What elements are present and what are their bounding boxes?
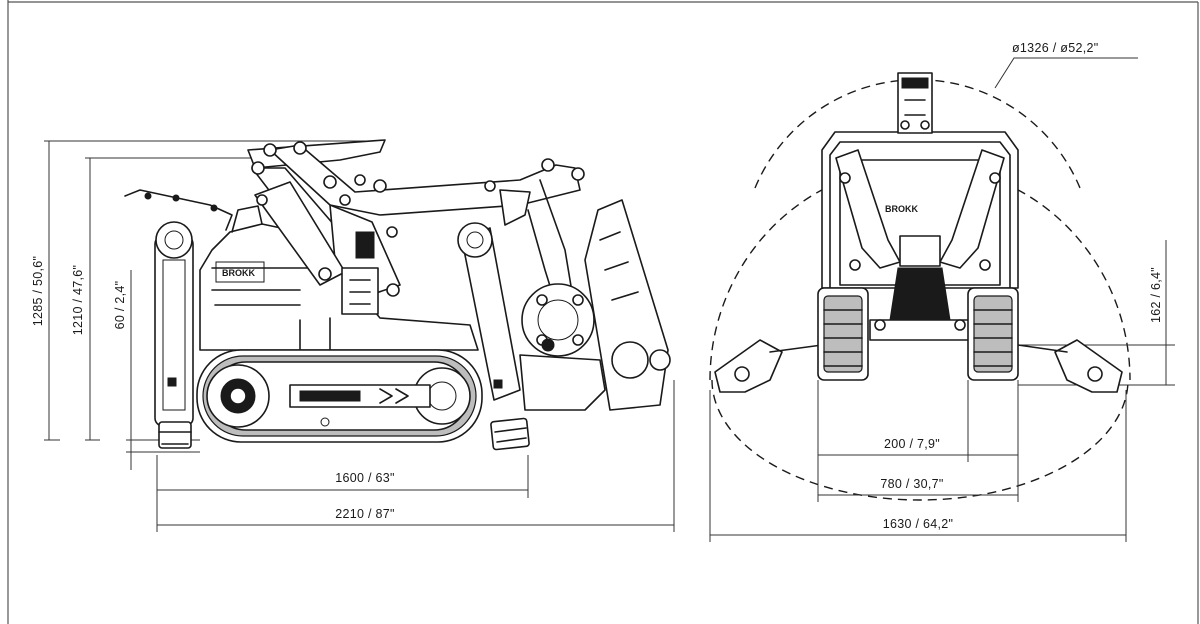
drawing-frame [7,0,1199,624]
front-boom-top [897,72,933,134]
label-swing-diameter: ø1326 / ø52,2" [1012,41,1098,55]
dimension-total-length: 2210 / 87" [156,380,675,532]
boom-system [247,139,585,319]
label-track-width: 200 / 7,9" [884,437,940,451]
front-body: BROKK [821,131,1019,341]
side-view: 1285 / 50,6" 1210 / 47,6" 60 / 2,4" 1600… [31,139,675,532]
dimension-height-2: 1210 / 47,6" [71,157,260,441]
side-brand-text: BROKK [222,268,255,278]
front-brand-text: BROKK [885,204,918,214]
label-outrigger-height: 162 / 6,4" [1149,267,1163,323]
track-assembly [196,349,483,443]
front-outrigger [457,222,530,451]
front-view: ø1326 / ø52,2" 162 / 6,4" 200 / 7,9" 780… [709,41,1175,542]
dimension-machine-width: 780 / 30,7" [817,380,1019,502]
label-track-length: 1600 / 63" [335,471,395,485]
dimension-track-width: 200 / 7,9" [818,380,1019,462]
dimension-total-height: 1285 / 50,6" [31,140,380,441]
front-right-track [967,287,1019,381]
label-total-height: 1285 / 50,6" [31,256,45,327]
dimension-outrigger-span: 1630 / 64,2" [709,390,1127,542]
dimension-outrigger-height: 162 / 6,4" [1018,240,1175,386]
label-outrigger-span: 1630 / 64,2" [883,517,954,531]
label-machine-width: 780 / 30,7" [880,477,943,491]
front-right-outrigger [1017,339,1123,393]
label-total-length: 2210 / 87" [335,507,395,521]
breaker-tool [519,199,671,411]
rear-outrigger [154,221,194,449]
front-left-track [817,287,869,381]
front-left-outrigger [714,339,823,393]
label-ground-clearance: 60 / 2,4" [113,281,127,330]
dimension-track-length: 1600 / 63" [156,455,529,498]
label-height-2: 1210 / 47,6" [71,265,85,336]
